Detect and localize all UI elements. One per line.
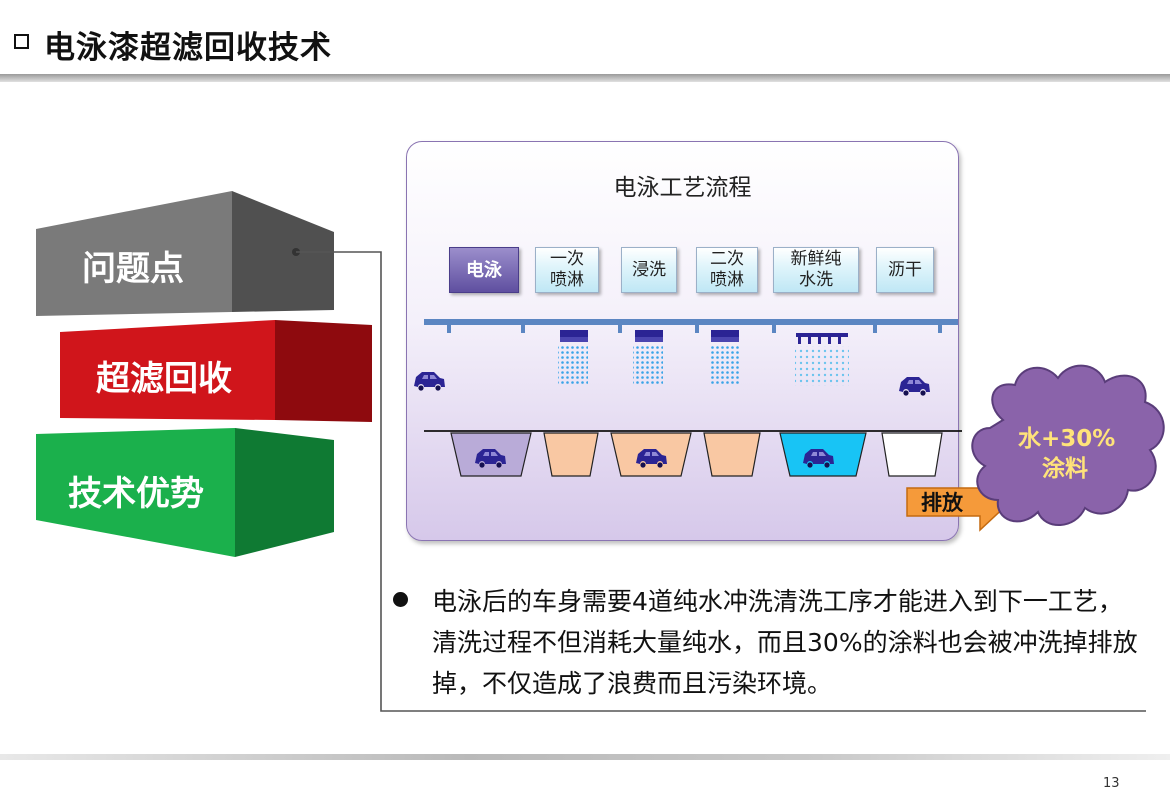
page-number: 13 xyxy=(1103,776,1120,791)
process-title: 电泳工艺流程 xyxy=(613,175,752,201)
sprayer-1 xyxy=(558,330,588,384)
connector-line xyxy=(296,251,1146,712)
bullet-dot-icon xyxy=(393,592,408,607)
block-problem-label: 问题点 xyxy=(82,249,184,289)
tank-spray-1 xyxy=(543,432,599,477)
cloud-line2: 涂料 xyxy=(1042,455,1088,482)
step-dip-wash[interactable]: 浸洗 xyxy=(621,247,677,293)
step-fresh-water-wash[interactable]: 新鲜纯 水洗 xyxy=(773,247,859,293)
block-advantage[interactable]: 技术优势 xyxy=(36,428,334,557)
sprayer-4 xyxy=(795,333,849,386)
sprayer-3 xyxy=(709,330,739,384)
car-entering-icon xyxy=(414,372,445,391)
tank-spray-2 xyxy=(703,432,761,477)
block-problem[interactable]: 问题点 xyxy=(36,191,334,316)
header-divider xyxy=(0,74,1170,82)
block-ultrafiltration-label: 超滤回收 xyxy=(96,359,232,399)
step-drain[interactable]: 沥干 xyxy=(876,247,934,293)
waste-cloud: 水+30% 涂料 xyxy=(971,364,1165,526)
sprayer-2 xyxy=(633,330,663,384)
title-checkbox-icon xyxy=(14,34,29,49)
footer-divider xyxy=(0,754,1170,760)
discharge-label: 排放 xyxy=(921,490,964,515)
step-electrophoresis[interactable]: 电泳 xyxy=(449,247,519,293)
block-advantage-label: 技术优势 xyxy=(68,474,204,514)
step-spray-1[interactable]: 一次 喷淋 xyxy=(535,247,599,293)
car-exiting-icon xyxy=(899,377,930,396)
cloud-line1: 水+30% xyxy=(1018,426,1115,452)
page-title: 电泳漆超滤回收技术 xyxy=(44,30,332,66)
bullet-text: 电泳后的车身需要4道纯水冲洗清洗工序才能进入到下一工艺，清洗过程不但消耗大量纯水… xyxy=(432,587,1138,698)
block-ultrafiltration[interactable]: 超滤回收 xyxy=(60,320,372,422)
tank-drain xyxy=(881,432,943,477)
conveyor-rail xyxy=(424,319,958,333)
step-spray-2[interactable]: 二次 喷淋 xyxy=(696,247,758,293)
